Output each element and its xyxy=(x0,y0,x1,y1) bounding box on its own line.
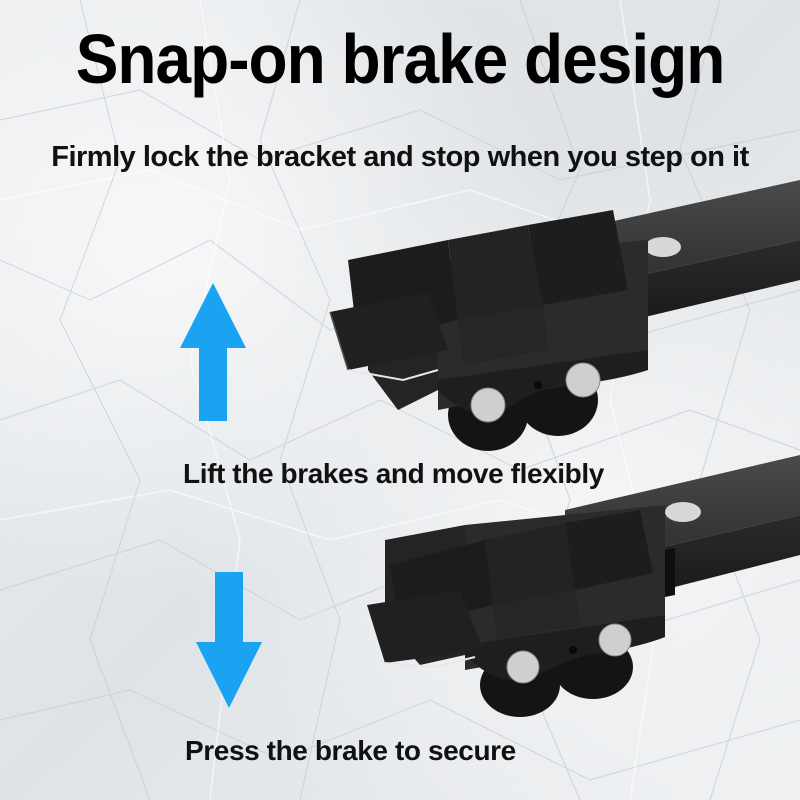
caster-bracket-pressed xyxy=(367,455,800,717)
caption-lift: Lift the brakes and move flexibly xyxy=(183,458,604,489)
page-title: Snap-on brake design xyxy=(75,20,726,98)
caster-bracket-lifted xyxy=(329,180,800,451)
arrow-up-icon xyxy=(180,283,246,421)
arrow-down-icon xyxy=(196,572,262,708)
caption-press: Press the brake to secure xyxy=(185,735,516,766)
page-subtitle: Firmly lock the bracket and stop when yo… xyxy=(51,141,749,173)
